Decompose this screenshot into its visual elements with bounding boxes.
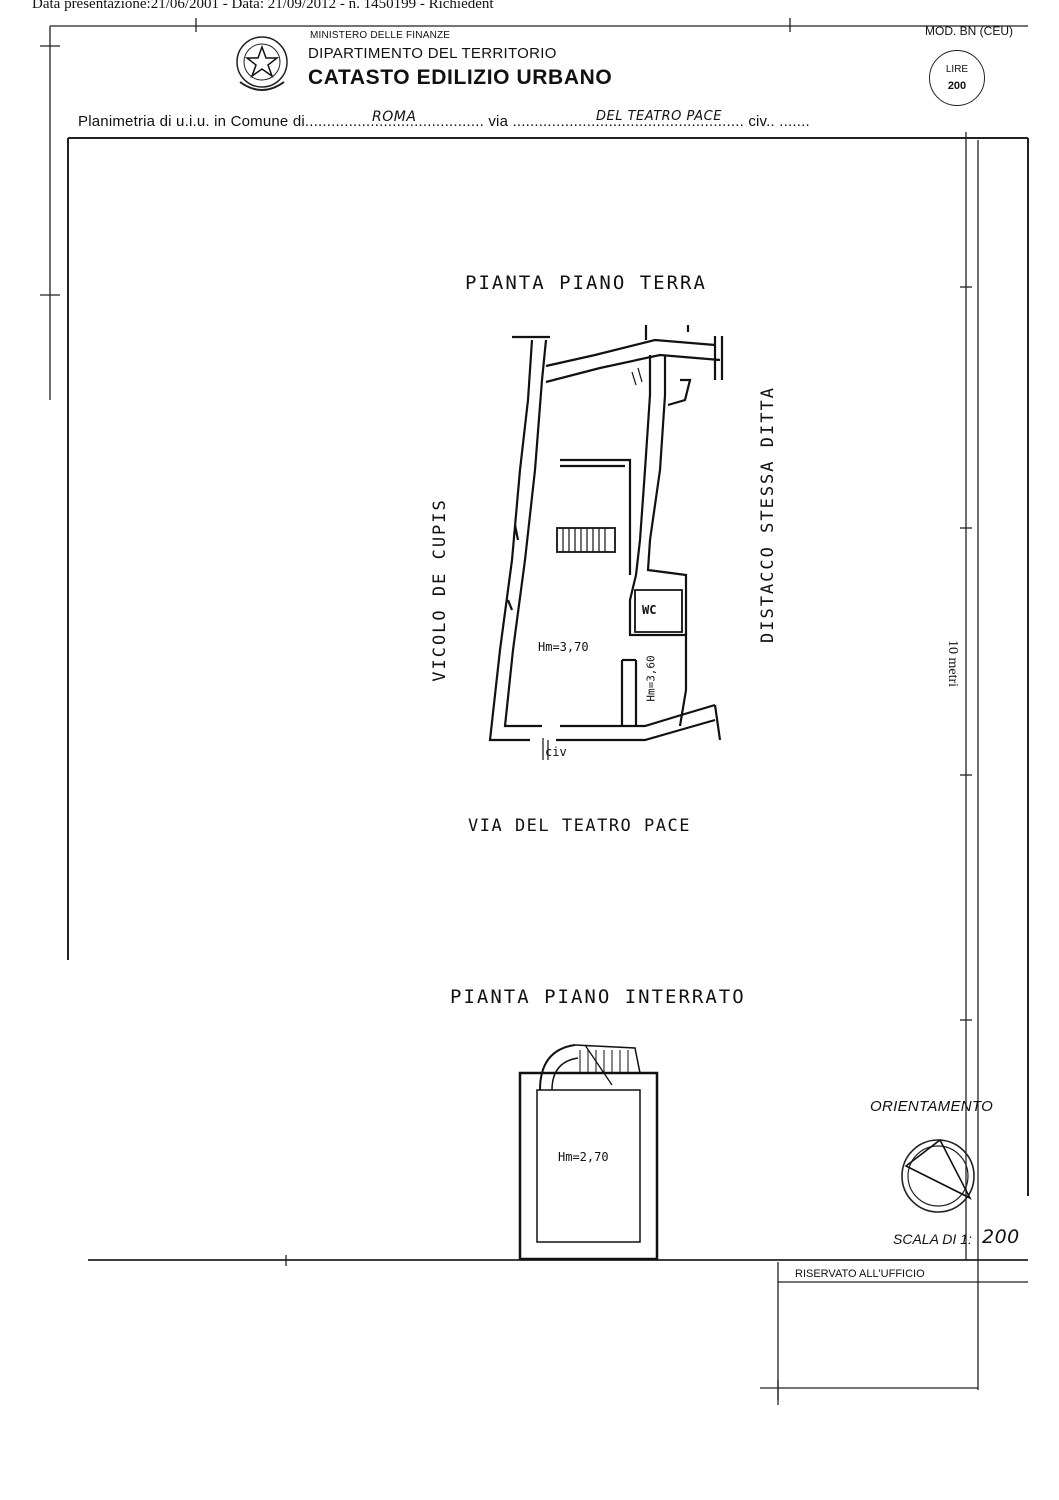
height-basement-label: Hm=2,70 — [558, 1150, 609, 1164]
scale-bar-label: 10 metri — [945, 640, 960, 688]
italian-republic-emblem-icon — [236, 36, 288, 91]
plan-info-row: Planimetria di u.i.u. in Comune di......… — [78, 113, 810, 130]
bottom-street-label: VIA DEL TEATRO PACE — [468, 816, 691, 836]
via-value: DEL TEATRO PACE — [596, 109, 722, 124]
scale-label: SCALA DI 1: — [893, 1231, 972, 1247]
submission-line: Data presentazione:21/06/2001 - Data: 21… — [32, 0, 494, 12]
height-side-label: Hm=3,60 — [644, 655, 658, 702]
tax-stamp: LIRE 200 — [929, 50, 985, 106]
ministry-name: MINISTERO DELLE FINANZE — [310, 30, 451, 41]
height-main-label: Hm=3,70 — [538, 640, 589, 654]
civ-label: civ — [545, 745, 567, 759]
basement-title: PIANTA PIANO INTERRATO — [450, 986, 746, 1008]
left-street-label: VICOLO DE CUPIS — [430, 498, 450, 682]
office-reserved-label: RISERVATO ALL'UFFICIO — [795, 1268, 925, 1280]
right-boundary-label: DISTACCO STESSA DITTA — [758, 386, 778, 643]
wc-label: WC — [642, 603, 657, 617]
ground-floor-title: PIANTA PIANO TERRA — [465, 272, 707, 294]
stamp-label: LIRE — [945, 64, 969, 75]
department-name: DIPARTIMENTO DEL TERRITORIO — [308, 45, 557, 62]
north-arrow-icon — [901, 1138, 975, 1213]
form-code: MOD. BN (CEU) — [925, 24, 1013, 38]
office-title: CATASTO EDILIZIO URBANO — [308, 66, 613, 89]
scale-value: 200 — [982, 1226, 1020, 1248]
stamp-value: 200 — [947, 80, 967, 92]
comune-value: ROMA — [372, 109, 417, 125]
orientation-label: ORIENTAMENTO — [870, 1098, 994, 1115]
